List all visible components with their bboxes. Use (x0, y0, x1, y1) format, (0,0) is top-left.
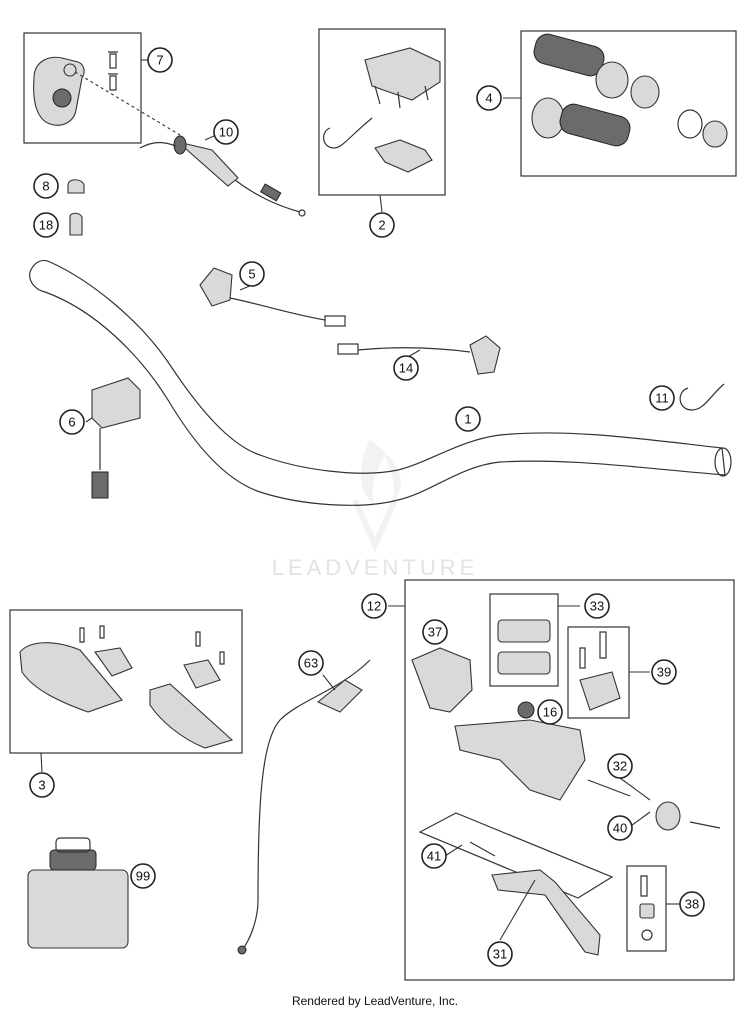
svg-text:1: 1 (464, 412, 471, 427)
svg-text:14: 14 (399, 361, 413, 376)
callout-6: 6 (59, 409, 85, 435)
svg-text:38: 38 (685, 897, 699, 912)
svg-text:37: 37 (428, 625, 442, 640)
svg-text:39: 39 (657, 665, 671, 680)
svg-text:40: 40 (613, 821, 627, 836)
fluid-bottle (27, 837, 129, 949)
callout-1: 1 (455, 406, 481, 432)
callout-11: 11 (649, 385, 675, 411)
svg-text:18: 18 (39, 218, 53, 233)
svg-text:31: 31 (493, 947, 507, 962)
svg-text:4: 4 (485, 91, 492, 106)
callout-39: 39 (651, 659, 677, 685)
handlebar-end (714, 447, 732, 477)
grip-set (531, 33, 728, 148)
callout-8: 8 (33, 173, 59, 199)
clip-8 (67, 179, 85, 194)
svg-text:63: 63 (304, 656, 318, 671)
svg-text:12: 12 (367, 599, 381, 614)
box-part-33 (489, 593, 559, 687)
svg-text:41: 41 (427, 849, 441, 864)
throttle-cable (139, 135, 306, 217)
svg-text:8: 8 (42, 179, 49, 194)
cable-tie (679, 383, 725, 411)
svg-text:16: 16 (543, 705, 557, 720)
callout-16: 16 (537, 699, 563, 725)
box-part-4 (520, 30, 737, 177)
svg-text:33: 33 (590, 599, 604, 614)
callout-7: 7 (147, 47, 173, 73)
callout-4: 4 (476, 85, 502, 111)
switch-wiring-5 (199, 267, 346, 327)
box-part-2 (318, 28, 446, 196)
callout-14: 14 (393, 355, 419, 381)
callout-41: 41 (421, 843, 447, 869)
hand-guards (19, 625, 234, 749)
box-part-38 (626, 865, 667, 952)
clip-18 (69, 212, 83, 236)
callout-31: 31 (487, 941, 513, 967)
callout-32: 32 (607, 753, 633, 779)
svg-text:11: 11 (655, 391, 669, 406)
switch-block (91, 377, 141, 499)
svg-text:5: 5 (248, 267, 255, 282)
watermark-logo (352, 440, 401, 553)
callout-37: 37 (422, 619, 448, 645)
box-part-3 (9, 609, 243, 754)
cover-kit (323, 47, 441, 173)
callout-10: 10 (213, 119, 239, 145)
footer-credit: Rendered by LeadVenture, Inc. (291, 994, 459, 1008)
svg-text:99: 99 (136, 869, 150, 884)
svg-text:6: 6 (68, 415, 75, 430)
svg-text:10: 10 (219, 125, 233, 140)
callout-99: 99 (130, 863, 156, 889)
callout-38: 38 (679, 891, 705, 917)
callout-33: 33 (584, 593, 610, 619)
callout-40: 40 (607, 815, 633, 841)
clutch-master-assembly (411, 619, 721, 956)
callout-3: 3 (29, 772, 55, 798)
switch-wiring-14 (337, 335, 501, 375)
callout-12: 12 (361, 593, 387, 619)
svg-text:2: 2 (378, 218, 385, 233)
box-part-7 (23, 32, 142, 144)
box-part-12 (404, 579, 735, 981)
brake-hose (237, 659, 371, 955)
callout-63: 63 (298, 650, 324, 676)
throttle-housing (33, 51, 181, 136)
svg-text:3: 3 (38, 778, 45, 793)
callout-18: 18 (33, 212, 59, 238)
callout-2: 2 (369, 212, 395, 238)
callout-5: 5 (239, 261, 265, 287)
svg-text:32: 32 (613, 759, 627, 774)
watermark-text: LEADVENTURE (272, 555, 479, 580)
svg-text:7: 7 (156, 53, 163, 68)
